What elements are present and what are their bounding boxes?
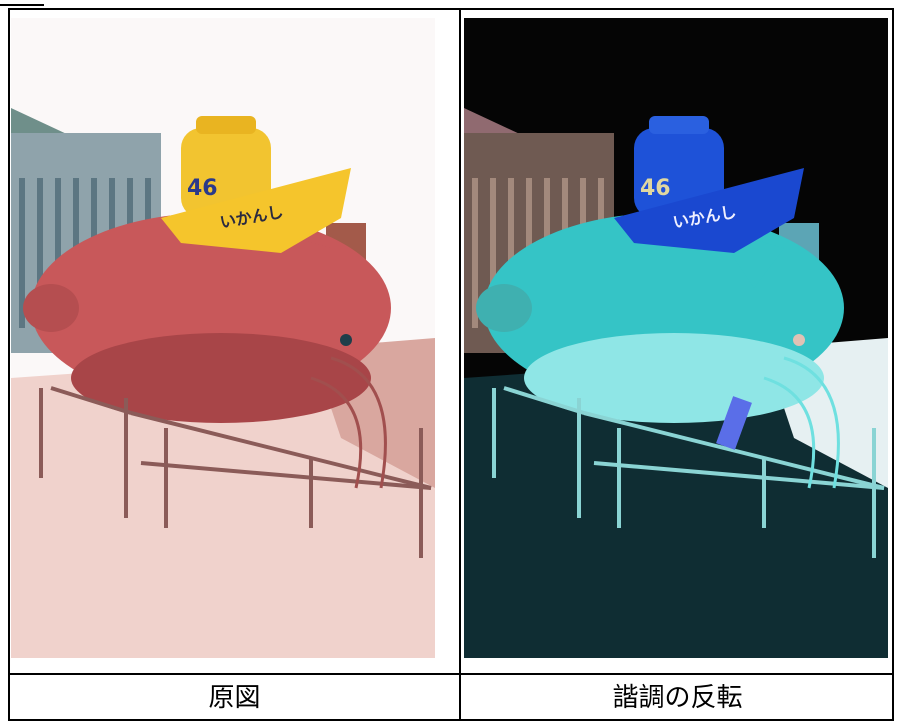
boat-number: 46 xyxy=(187,176,218,201)
porthole xyxy=(340,334,352,346)
table-column-divider xyxy=(459,10,461,719)
caption-inverted: 諧調の反転 xyxy=(612,683,743,713)
caption-original: 原図 xyxy=(208,683,261,713)
original-photo: 46 いかんし xyxy=(11,18,435,658)
porthole xyxy=(793,334,805,346)
tower-cap xyxy=(196,116,256,134)
brick-pavement xyxy=(464,348,888,658)
highlight-strip xyxy=(716,396,752,450)
hull-shadow xyxy=(524,333,824,423)
table-row-divider xyxy=(10,673,892,675)
top-fragment-line xyxy=(0,0,44,6)
boat-deck xyxy=(161,168,351,253)
brick-pavement xyxy=(11,348,435,658)
hull-nose xyxy=(23,284,79,332)
cage-rail xyxy=(763,356,840,489)
comparison-table: 原図 諧調の反転 xyxy=(8,8,894,721)
hull-nose xyxy=(476,284,532,332)
boat-number: 46 xyxy=(640,176,671,201)
tower-cap xyxy=(649,116,709,134)
boat-deck xyxy=(614,168,804,253)
inverted-photo: 46 いかんし xyxy=(464,18,888,658)
hull-shadow xyxy=(71,333,371,423)
cage-rail xyxy=(310,356,387,489)
railings xyxy=(492,386,885,558)
